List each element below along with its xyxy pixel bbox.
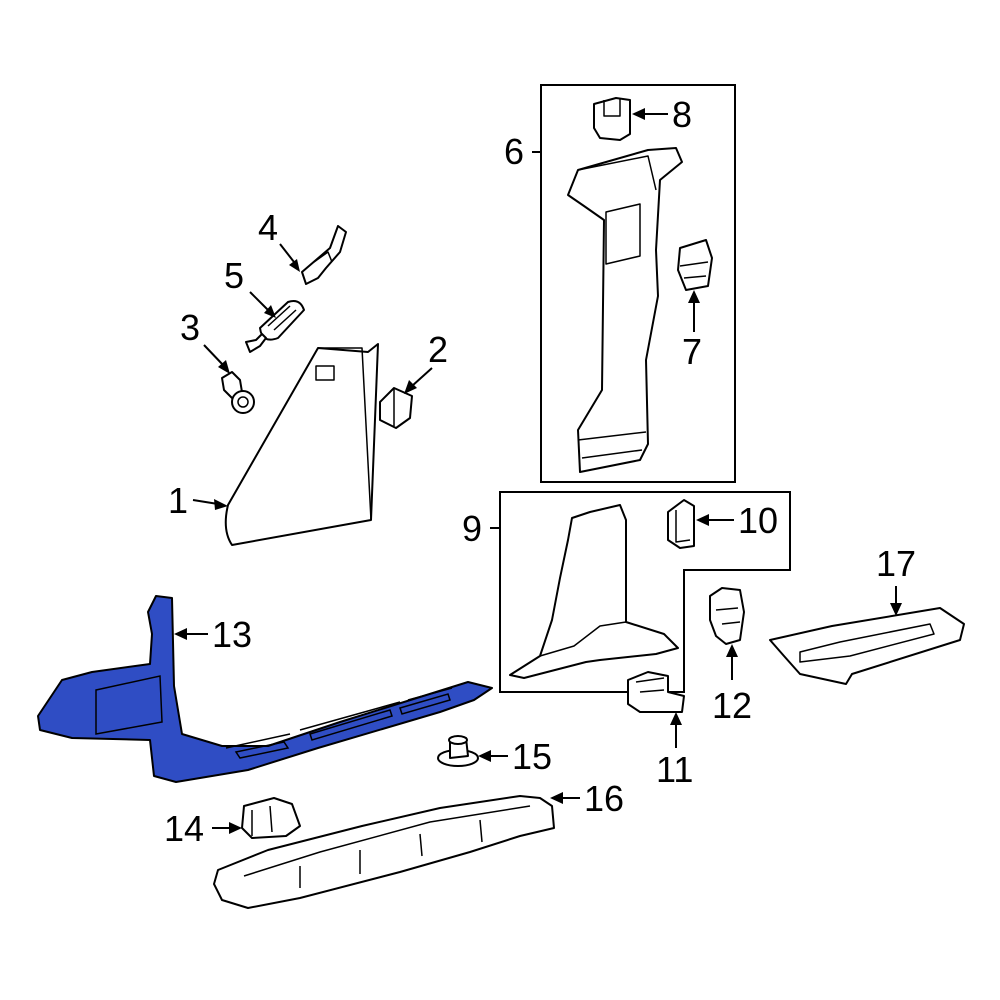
part-9-pillar-lower-trim[interactable]	[509, 504, 679, 679]
callout-13: 13	[212, 614, 252, 655]
part-4-bracket[interactable]	[301, 225, 347, 285]
group-box-6	[540, 84, 736, 483]
callout-10: 10	[738, 500, 778, 541]
part-1-pillar-trim[interactable]	[224, 343, 379, 546]
part-7-clip[interactable]	[677, 239, 713, 291]
callout-6: 6	[504, 131, 524, 172]
callout-17: 17	[876, 543, 916, 584]
callout-4: 4	[258, 207, 278, 248]
part-6-pillar-upper-trim[interactable]	[567, 147, 683, 473]
callout-15: 15	[512, 736, 552, 777]
part-3-bolt[interactable]	[221, 371, 255, 414]
group-box-9	[499, 491, 791, 693]
part-10-clip[interactable]	[667, 499, 695, 549]
part-17-scuff-plate[interactable]	[769, 607, 965, 685]
callout-9: 9	[462, 508, 482, 549]
callout-1: 1	[168, 480, 188, 521]
callout-16: 16	[584, 778, 624, 819]
part-16-sill-reinforcement[interactable]	[213, 795, 555, 909]
callout-14: 14	[164, 808, 204, 849]
part-15-pushpin[interactable]	[437, 735, 479, 767]
callout-labels: 1 2 3 4 5 6 7 8 9 10 11 12 13 14 15 16 1…	[164, 94, 916, 849]
part-13-sill-plate[interactable]	[37, 595, 493, 783]
callout-2: 2	[428, 329, 448, 370]
callout-8: 8	[672, 94, 692, 135]
callout-5: 5	[224, 255, 244, 296]
callout-12: 12	[712, 685, 752, 726]
leader-lines	[174, 108, 902, 834]
part-14-clip[interactable]	[241, 797, 301, 839]
callout-7: 7	[682, 331, 702, 372]
part-8-clip[interactable]	[593, 97, 631, 141]
part-12-clip[interactable]	[709, 587, 745, 645]
part-5-fastener[interactable]	[245, 300, 305, 353]
part-2-clip[interactable]	[379, 387, 413, 429]
callout-3: 3	[180, 307, 200, 348]
callout-11: 11	[656, 749, 693, 790]
part-11-bracket[interactable]	[627, 671, 685, 713]
